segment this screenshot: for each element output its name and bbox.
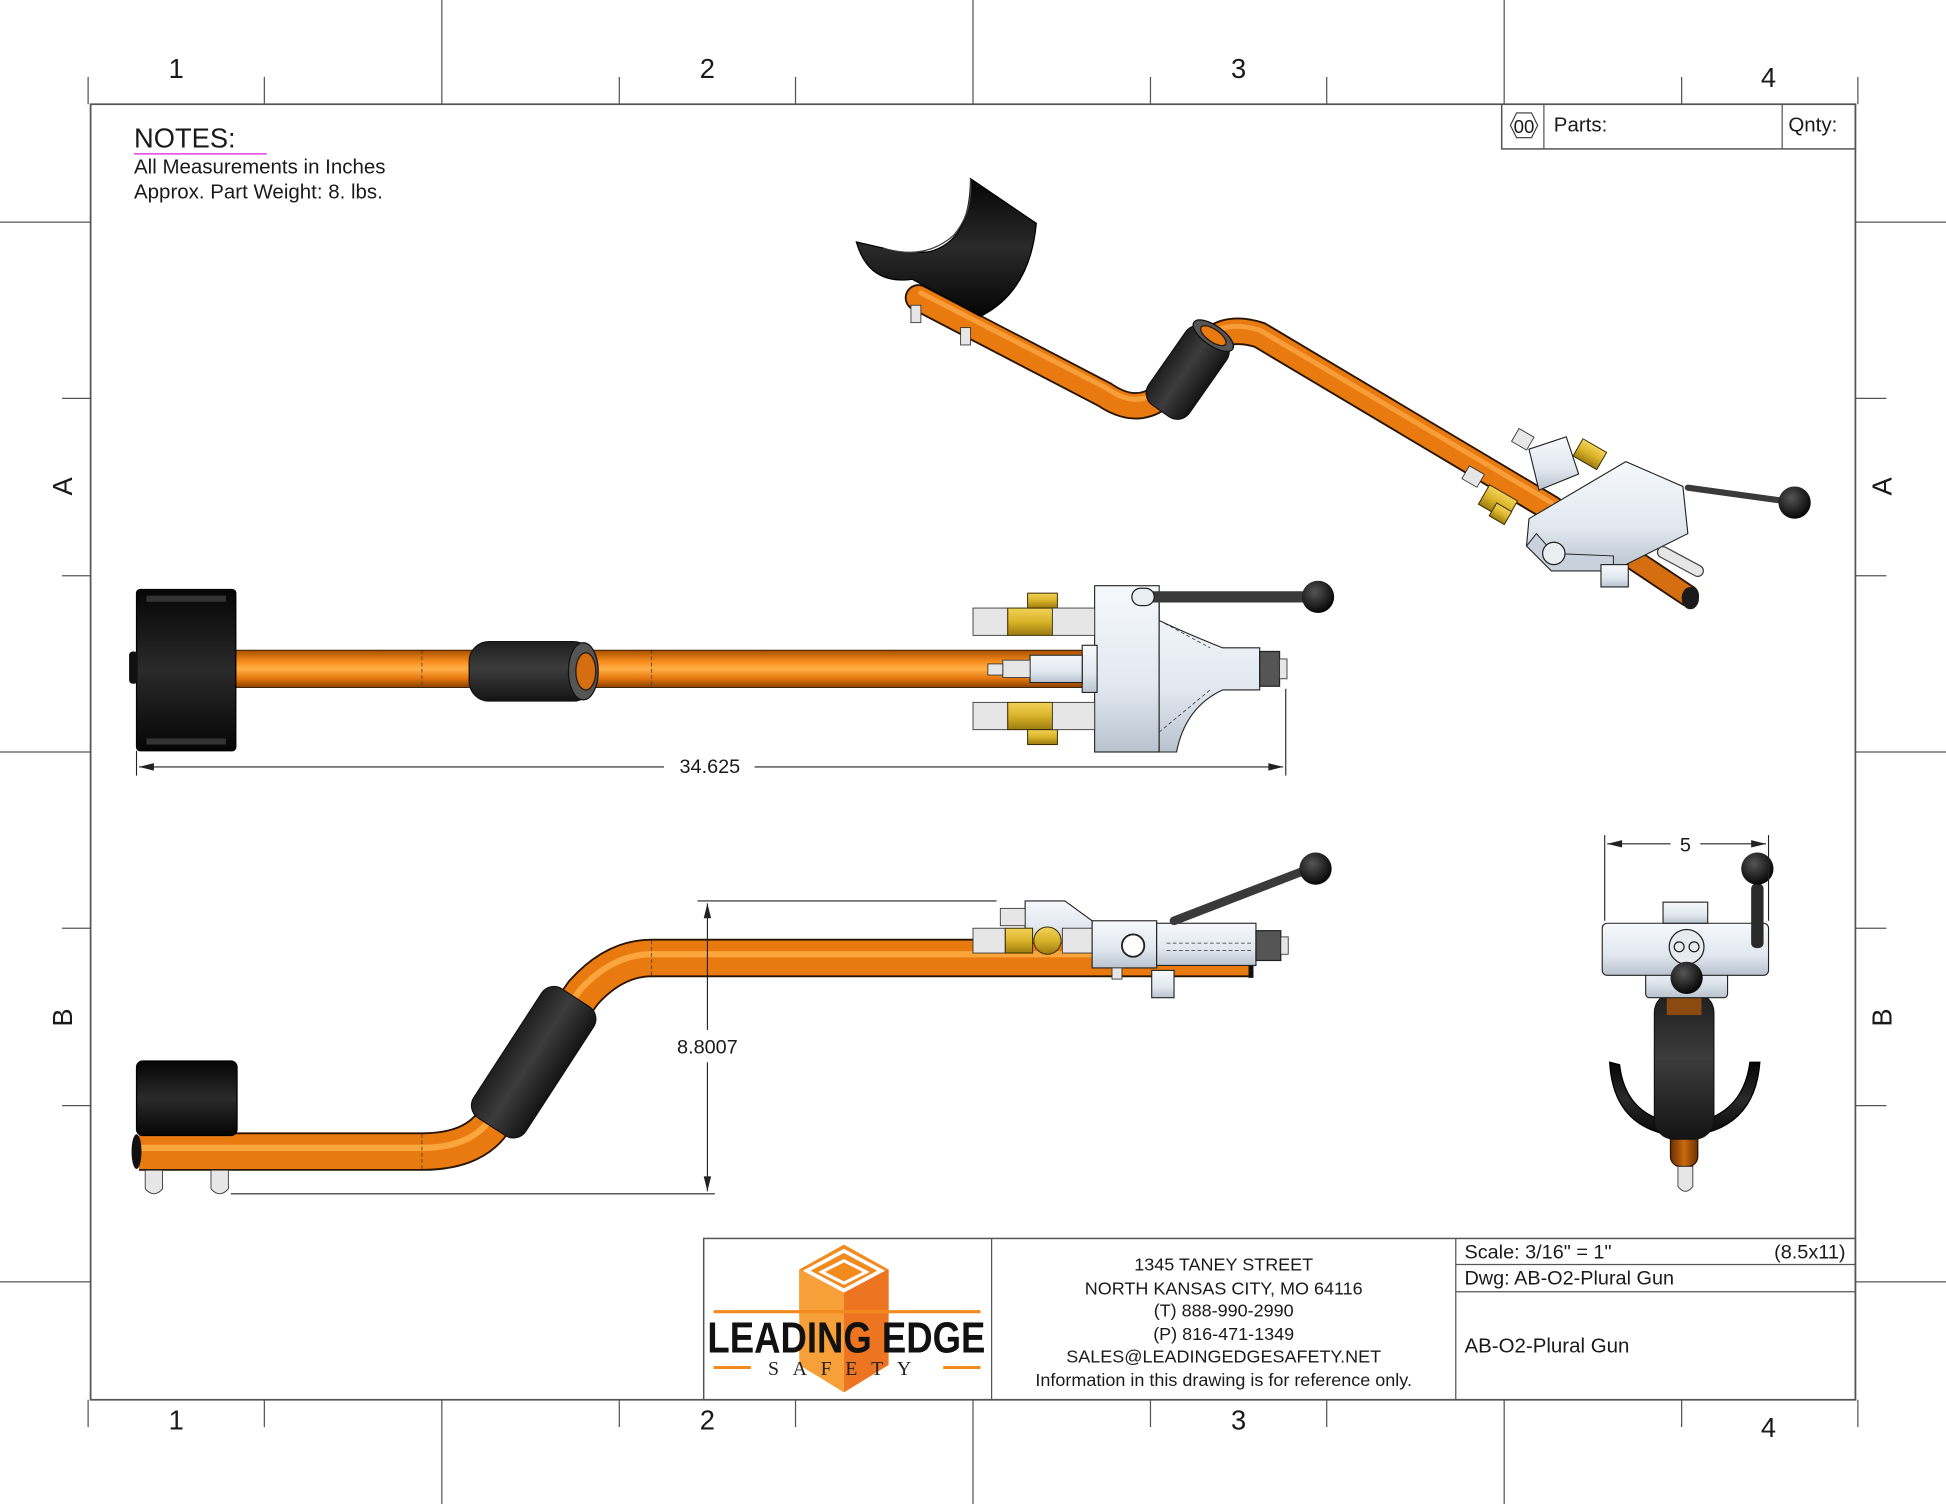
title-block: LEADING EDGE SAFETY 1345 TANEY STREET NO… [702,1237,1857,1401]
dimension-overall-length: 34.625 [135,688,1287,778]
notes-title: NOTES: [134,123,236,154]
side-lever-knob [1299,852,1332,885]
address-email: SALES@LEADINGEDGESAFETY.NET [1066,1347,1381,1367]
sheet-size-label: (8.5x11) [1774,1241,1845,1263]
parts-label: Parts: [1554,114,1607,137]
end-view: 5 [1601,834,1774,1192]
parts-table: 00 Parts: Qnty: [1500,103,1857,150]
balloon-hex-icon [1509,112,1539,139]
notes-block: NOTES: All Measurements in Inches Approx… [134,123,385,204]
address-phone-p: (P) 816-471-1349 [1153,1324,1294,1344]
zone-col-top-1: 1 [169,53,184,84]
logo-subtitle: SAFETY [768,1358,925,1380]
zone-col-bottom-3: 3 [1231,1405,1246,1436]
parts-balloon-number: 00 [1514,116,1535,137]
address-city: NORTH KANSAS CITY, MO 64116 [1085,1278,1363,1298]
dimension-width: 5 [1604,834,1770,921]
side-grip [470,985,597,1139]
address-disclaimer: Information in this drawing is for refer… [1035,1370,1412,1390]
side-view: 8.8007 [131,852,1332,1195]
top-gun-manifold [972,580,1335,753]
zone-row-left-a: A [47,477,78,496]
side-arm-cuff [135,1060,238,1137]
iso-bolts [910,304,971,346]
dwg-number: Dwg: AB-O2-Plural Gun [1464,1267,1674,1289]
iso-lever-knob [1778,486,1811,519]
company-logo: LEADING EDGE SAFETY [707,1244,985,1393]
top-lever-knob [1301,580,1335,614]
iso-arm-cuff [855,177,1037,318]
side-gun-manifold [972,852,1332,999]
zone-col-top-4: 4 [1761,62,1776,93]
zone-labels: 1 2 3 4 1 2 3 4 A B A B [47,53,1897,1443]
scale-label: Scale: 3/16" = 1" [1464,1241,1611,1263]
top-pipe [232,649,1091,688]
zone-row-right-a: A [1866,477,1897,496]
top-view: 34.625 [129,580,1335,778]
company-address: 1345 TANEY STREET NORTH KANSAS CITY, MO … [1035,1255,1412,1390]
side-bolts [144,1169,229,1195]
end-lever-knob [1741,852,1774,885]
dimension-overall-height: 8.8007 [230,900,997,1195]
dimension-width-value: 5 [1680,834,1691,856]
zone-row-left-b: B [47,1008,78,1026]
logo-wordmark: LEADING EDGE [707,1315,985,1363]
notes-line-1: All Measurements in Inches [134,156,385,179]
isometric-view [855,177,1811,610]
dimension-length-value: 34.625 [680,756,741,778]
top-arm-cuff [135,588,237,752]
zone-col-bottom-2: 2 [700,1405,715,1436]
address-phone-t: (T) 888-990-2990 [1154,1301,1294,1321]
address-street: 1345 TANEY STREET [1134,1255,1313,1275]
zone-row-right-b: B [1866,1008,1897,1026]
drawing-title: AB-O2-Plural Gun [1464,1335,1629,1358]
zone-col-bottom-1: 1 [169,1405,184,1436]
dimension-height-value: 8.8007 [677,1037,738,1059]
zone-col-bottom-4: 4 [1761,1412,1776,1443]
iso-gun-manifold [1461,427,1811,588]
end-arm-cuff [1609,1061,1761,1138]
zone-col-top-2: 2 [700,53,715,84]
notes-line-2: Approx. Part Weight: 8. lbs. [134,181,383,204]
zone-col-top-3: 3 [1231,53,1246,84]
qty-label: Qnty: [1788,114,1837,137]
iso-grip [1145,319,1235,420]
